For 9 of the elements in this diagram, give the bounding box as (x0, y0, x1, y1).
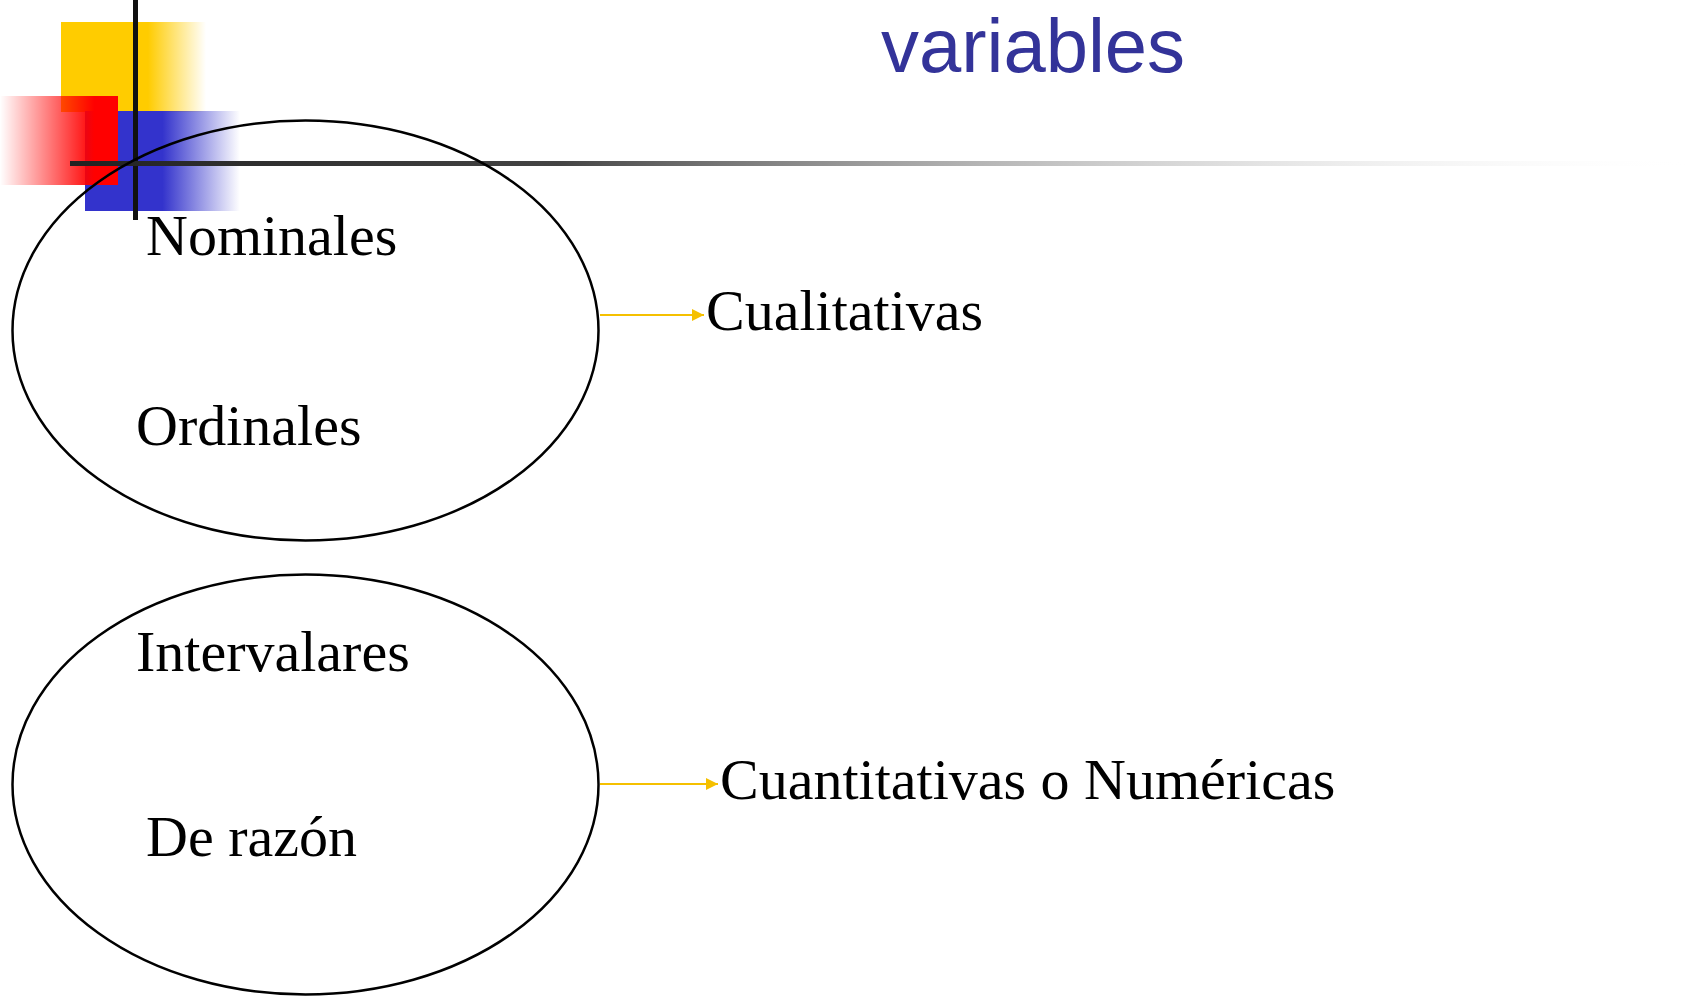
category-label: De razón (146, 808, 357, 866)
arrow (599, 778, 719, 790)
category-label: Nominales (146, 207, 398, 265)
slide-title: variables (879, 8, 1187, 84)
category-label: Intervalares (136, 623, 410, 681)
arrow (599, 309, 705, 321)
group-label: Cualitativas (706, 282, 984, 340)
group-label: Cuantitativas o Numéricas (720, 751, 1336, 809)
category-label: Ordinales (136, 397, 362, 455)
